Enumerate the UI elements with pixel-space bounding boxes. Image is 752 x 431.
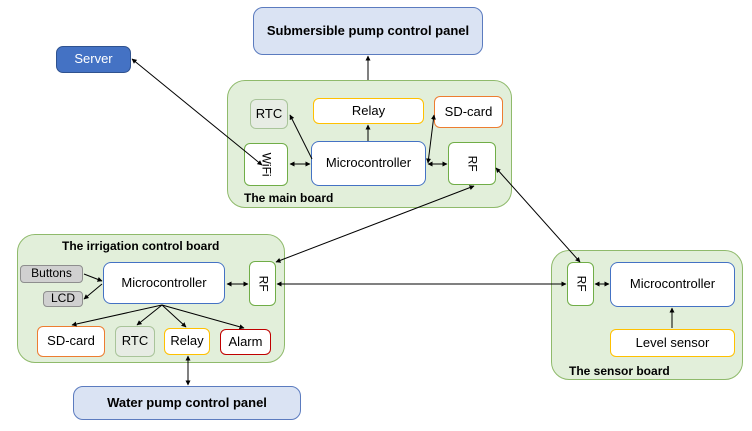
arrow-mcu-sdcard [426,114,436,164]
arrow-main-rf-irrigation-rf [275,185,475,263]
irrigation-rf: RF [249,261,276,306]
irrigation-sdcard: SD-card [37,326,105,357]
irrigation-relay: Relay [164,328,210,355]
irrigation-board-title: The irrigation control board [62,239,220,253]
sensor-microcontroller: Microcontroller [610,262,735,307]
main-relay: Relay [313,98,424,124]
arrow-mcu-relay-irrigation [161,304,187,328]
sensor-board-title: The sensor board [569,364,670,378]
irrigation-buttons: Buttons [20,265,83,283]
main-rf: RF [448,142,496,185]
server-node: Server [56,46,131,73]
arrow-mcu-lcd [83,283,103,300]
arrow-mcu-rtc [289,114,313,160]
irrigation-alarm: Alarm [220,329,271,355]
arrow-server-wifi [131,58,263,166]
submersible-pump-panel: Submersible pump control panel [253,7,483,55]
sensor-rf: RF [567,262,594,306]
arrow-main-rf-sensor-rf [495,167,581,263]
arrow-buttons-mcu [83,273,103,282]
level-sensor: Level sensor [610,329,735,357]
arrow-mcu-rtc-irrigation [136,304,163,326]
irrigation-rtc: RTC [115,326,155,357]
arrow-mcu-alarm [161,304,245,330]
irrigation-microcontroller: Microcontroller [103,262,225,304]
main-sdcard: SD-card [434,96,503,128]
water-pump-panel: Water pump control panel [73,386,301,420]
arrow-mcu-sdcard-irrigation [71,304,163,327]
irrigation-lcd: LCD [43,291,83,307]
